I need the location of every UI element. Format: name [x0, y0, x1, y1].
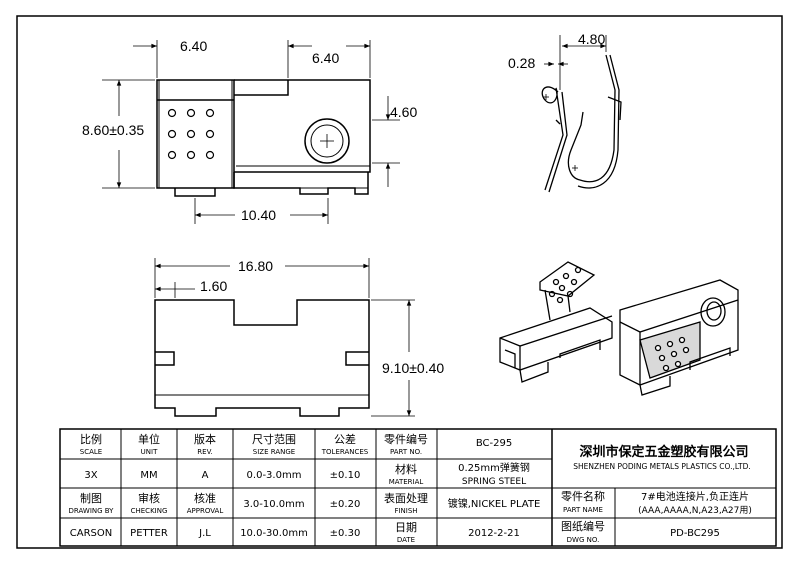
- title-block-row-3: 制图 DRAWING BY 审核 CHECKING 核准 APPROVAL 3.…: [69, 489, 752, 516]
- dim-top-left-width: 6.40: [180, 38, 207, 54]
- part-name-label-en: PART NAME: [563, 506, 603, 514]
- date-label-cn: 日期: [395, 521, 417, 534]
- approval-label-en: APPROVAL: [187, 507, 224, 515]
- dim-side-total-width: 16.80: [238, 258, 273, 274]
- material-label-cn: 材料: [395, 462, 417, 476]
- dim-height-left: 8.60±0.35: [82, 122, 144, 138]
- dwg-no-value: PD-BC295: [670, 528, 720, 539]
- size-range-label-cn: 尺寸范围: [252, 432, 296, 446]
- unit-label-en: UNIT: [141, 448, 158, 456]
- isometric-left-part: [499, 261, 613, 383]
- dim-top-right-width: 6.40: [312, 50, 339, 66]
- finish-label-cn: 表面处理: [384, 491, 428, 505]
- scale-label-en: SCALE: [80, 448, 102, 456]
- title-block-row-4: CARSON PETTER J.L 10.0-30.0mm ±0.30 日期 D…: [70, 519, 720, 544]
- dwg-no-label-cn: 图纸编号: [561, 519, 605, 533]
- scale-label-cn: 比例: [80, 432, 102, 446]
- tolerances-label-cn: 公差: [334, 432, 356, 446]
- part-no-value: BC-295: [476, 438, 512, 449]
- side-view-dimensions: [154, 258, 415, 417]
- company-name-cn: 深圳市保定五金塑胶有限公司: [579, 444, 748, 460]
- size-range-value-1: 0.0-3.0mm: [247, 470, 302, 481]
- isometric-right-part: [619, 279, 739, 396]
- company-name-en: SHENZHEN PODING METALS PLASTICS CO.,LTD.: [573, 462, 751, 471]
- material-label-en: MATERIAL: [389, 478, 424, 486]
- drawing-by-label-en: DRAWING BY: [69, 507, 115, 515]
- part-name-line-2: (AAA,AAAA,N,A23,A27用): [638, 505, 752, 516]
- title-block: [59, 428, 777, 547]
- drawing-by-label-cn: 制图: [80, 492, 102, 505]
- tolerance-value-1: ±0.10: [330, 470, 361, 481]
- dim-height-right: 4.60: [390, 104, 417, 120]
- top-view: [156, 79, 371, 197]
- approval-value: J.L: [198, 528, 211, 539]
- part-name-label-cn: 零件名称: [561, 489, 605, 503]
- tolerances-label-en: TOLERANCES: [321, 448, 369, 456]
- part-no-label-en: PART NO.: [390, 448, 422, 456]
- material-value-cn: 0.25mm弹簧钢: [458, 461, 530, 474]
- date-value: 2012-2-21: [468, 528, 520, 539]
- rev-label-cn: 版本: [194, 432, 216, 446]
- dim-side-step: 1.60: [200, 278, 227, 294]
- unit-value: MM: [140, 470, 157, 481]
- checking-value: PETTER: [130, 528, 168, 539]
- finish-value: 镀镍,NICKEL PLATE: [448, 497, 541, 510]
- size-range-label-en: SIZE RANGE: [253, 448, 295, 456]
- side-view: [154, 299, 370, 417]
- checking-label-en: CHECKING: [131, 507, 168, 515]
- top-view-dimensions: [102, 40, 400, 224]
- material-value-en: SPRING STEEL: [462, 477, 526, 487]
- checking-label-cn: 审核: [138, 491, 160, 505]
- dwg-no-label-en: DWG NO.: [567, 536, 600, 544]
- dim-bottom-width: 10.40: [241, 207, 276, 223]
- size-range-value-3: 10.0-30.0mm: [240, 528, 308, 539]
- spring-profile: [541, 54, 622, 193]
- dim-spring-thickness: 0.28: [508, 55, 535, 71]
- title-block-header-row: 比例 SCALE 单位 UNIT 版本 REV. 尺寸范围 SIZE RANGE…: [80, 432, 751, 471]
- finish-label-en: FINISH: [394, 507, 417, 515]
- scale-value: 3X: [84, 470, 97, 481]
- tolerance-value-3: ±0.30: [330, 528, 361, 539]
- rev-value: A: [202, 470, 209, 481]
- title-block-row-2: 3X MM A 0.0-3.0mm ±0.10 材料 MATERIAL 0.25…: [84, 461, 529, 487]
- dim-side-height: 9.10±0.40: [382, 360, 444, 376]
- part-name-line-1: 7#电池连接片,负正连片: [641, 490, 749, 503]
- part-no-label-cn: 零件编号: [384, 432, 428, 446]
- tolerance-value-2: ±0.20: [330, 499, 361, 510]
- date-label-en: DATE: [397, 536, 415, 544]
- rev-label-en: REV.: [197, 448, 212, 456]
- dim-spring-width: 4.80: [578, 31, 605, 47]
- unit-label-cn: 单位: [138, 432, 160, 446]
- drawing-border: [16, 15, 783, 549]
- drawing-by-value: CARSON: [70, 528, 112, 539]
- size-range-value-2: 3.0-10.0mm: [243, 499, 304, 510]
- approval-label-cn: 核准: [194, 491, 216, 505]
- spring-dimensions: [544, 35, 607, 90]
